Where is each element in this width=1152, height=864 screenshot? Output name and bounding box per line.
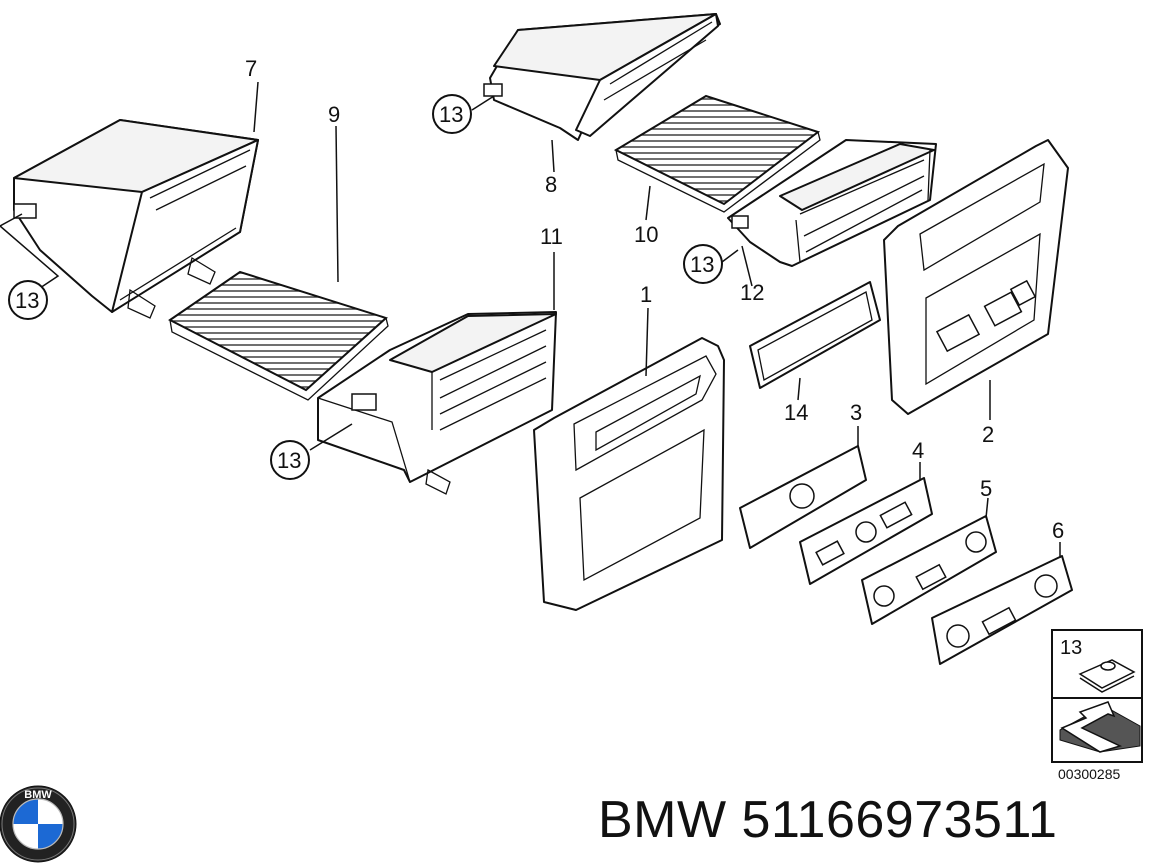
callout-14: 14: [784, 400, 808, 425]
svg-text:13: 13: [277, 448, 301, 473]
bmw-logo-text: BMW: [24, 789, 52, 801]
callout-9: 9: [328, 102, 340, 127]
drawing-number: 00300285: [1058, 766, 1121, 782]
part-12-storage-box: [727, 139, 937, 267]
circled-callout-13-right: 13: [683, 244, 723, 284]
clip-nut-icon: [1078, 659, 1136, 693]
part-3-control-panel: [739, 445, 867, 549]
circled-callouts: 13 13 13 13: [8, 94, 723, 480]
callout-4: 4: [912, 438, 924, 463]
callout-12: 12: [740, 280, 764, 305]
bmw-logo: BMW: [0, 785, 77, 863]
callout-1: 1: [640, 282, 652, 307]
footer-brand: BMW: [598, 791, 727, 849]
circled-callout-13-center: 13: [270, 440, 310, 480]
circled-callout-13-left: 13: [8, 280, 48, 320]
callout-6: 6: [1052, 518, 1064, 543]
callout-7: 7: [245, 56, 257, 81]
part-8-storage-box: [483, 13, 721, 141]
part-11-storage-box: [317, 311, 557, 495]
legend-box: 13: [1051, 629, 1143, 763]
callout-labels: 7 9 8 10 11 12 1 14 3 2 4 5 6: [245, 56, 1064, 543]
callout-8: 8: [545, 172, 557, 197]
footer-part-number: 51166973511: [741, 791, 1058, 849]
leader-lines: [0, 81, 1061, 558]
part-9-mat: [168, 270, 389, 401]
svg-text:13: 13: [690, 252, 714, 277]
part-10-mat: [613, 94, 821, 213]
callout-10: 10: [634, 222, 658, 247]
circled-callout-13-upper: 13: [432, 94, 472, 134]
part-6-control-panel: [931, 555, 1073, 665]
part-4-control-panel: [799, 477, 933, 585]
callout-3: 3: [850, 400, 862, 425]
svg-text:13: 13: [439, 102, 463, 127]
part-2-trim-frame: [883, 139, 1069, 415]
callout-11: 11: [540, 224, 563, 249]
part-5-control-panel: [861, 515, 997, 625]
callout-5: 5: [980, 476, 992, 501]
part-14-frame-panel: [749, 281, 881, 389]
legend-callout-13: 13: [1060, 637, 1082, 659]
part-7-storage-box: [13, 119, 259, 319]
part-1-trim-frame: [533, 337, 725, 611]
svg-text:13: 13: [15, 288, 39, 313]
direction-arrow-icon: [1059, 701, 1141, 753]
footer-title: BMW 51166973511: [598, 790, 1057, 850]
callout-2: 2: [982, 422, 994, 447]
